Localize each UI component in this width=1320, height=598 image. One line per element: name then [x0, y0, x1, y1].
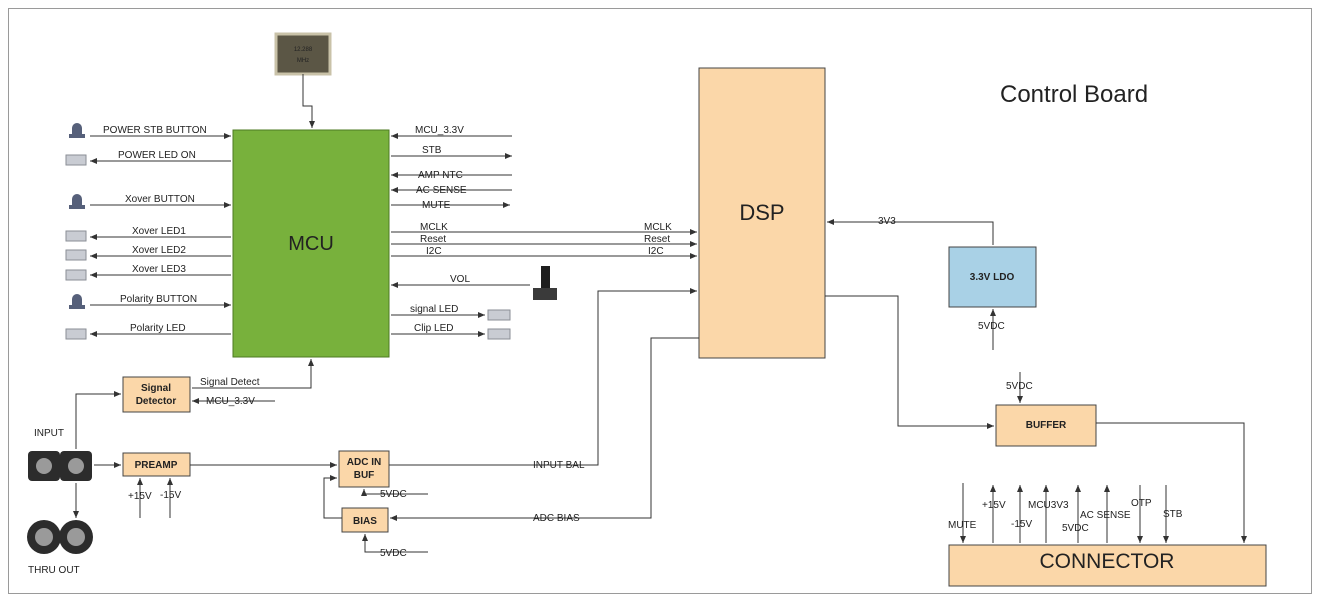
label-adc-bias: ADC BIAS: [533, 513, 580, 524]
bias-to-adc-line: [323, 475, 342, 519]
label-bias-5vdc: 5VDC: [380, 548, 407, 559]
label-vol: VOL: [450, 274, 470, 285]
label-polarity-led: Polarity LED: [130, 323, 186, 334]
label-amp-ntc: AMP NTC: [418, 170, 463, 181]
input-section: INPUT THRU OUT: [27, 391, 121, 576]
label-input: INPUT: [34, 428, 64, 439]
label-reset-mcu: Reset: [420, 234, 446, 245]
label-input-bal: INPUT BAL: [533, 460, 585, 471]
pin-ac-sense: AC SENSE: [1080, 510, 1131, 521]
label-stb: STB: [422, 145, 442, 156]
bias-block: [341, 507, 389, 533]
label-detector-mcu-3v3: MCU_3.3V: [206, 396, 255, 407]
diagram-title: Control Board: [1000, 81, 1148, 108]
mcu-left-signals: POWER STB BUTTON POWER LED ON Xover BUTT…: [65, 123, 231, 340]
label-signal-detect: Signal Detect: [200, 377, 260, 388]
mcu-block: [232, 129, 390, 358]
connector-label: CONNECTOR: [1040, 550, 1175, 573]
label-xover-led3: Xover LED3: [132, 264, 186, 275]
connector-block: [948, 544, 1267, 587]
label-signal-led: signal LED: [410, 304, 458, 315]
polarity-button-base-icon: [69, 305, 85, 309]
power-led-icon: [65, 154, 87, 166]
label-3v3: 3V3: [878, 216, 896, 227]
detector-to-mcu-line: [192, 359, 314, 389]
label-mclk-dsp: MCLK: [644, 222, 672, 233]
ldo-to-dsp-line: [827, 219, 994, 245]
pin-otp: OTP: [1131, 498, 1152, 509]
label-preamp-plus15v: +15V: [128, 491, 152, 502]
xover-led3-icon: [65, 269, 87, 281]
pin-minus15v: -15V: [1011, 519, 1032, 530]
xover-led1-icon: [65, 230, 87, 242]
pin-mcu3v3: MCU3V3: [1028, 500, 1069, 511]
polarity-led-icon: [65, 328, 87, 340]
pin-mute: MUTE: [948, 520, 977, 531]
dsp-label: DSP: [739, 200, 784, 225]
signal-detector-label-2: Detector: [136, 396, 177, 407]
label-thru-out: THRU OUT: [28, 565, 80, 576]
label-i2c-mcu: I2C: [426, 246, 442, 257]
label-preamp-minus15v: -15V: [160, 490, 181, 501]
connector-pins: MUTE +15V -15V MCU3V3 5VDC AC SENSE OTP …: [948, 483, 1183, 543]
ldo-label: 3.3V LDO: [970, 272, 1015, 283]
adc-to-dsp-line: [389, 288, 697, 466]
adc-in-buf-label-2: BUF: [354, 470, 375, 481]
xover-button-base-icon: [69, 205, 85, 209]
dsp-to-bias-line: [390, 337, 699, 521]
label-power-led-on: POWER LED ON: [118, 150, 196, 161]
label-xover-led1: Xover LED1: [132, 226, 186, 237]
label-xover-led2: Xover LED2: [132, 245, 186, 256]
label-mclk-mcu: MCLK: [420, 222, 448, 233]
pin-stb: STB: [1163, 509, 1183, 520]
label-mute: MUTE: [422, 200, 451, 211]
mcu-right-signals: MCU_3.3V STB AMP NTC AC SENSE MUTE MCLK …: [391, 125, 697, 340]
label-ac-sense: AC SENSE: [416, 185, 467, 196]
input-to-detector-line: [75, 391, 121, 449]
crystal-to-mcu-line: [302, 74, 315, 128]
power-stb-button-icon: [72, 123, 82, 134]
pin-plus15v: +15V: [982, 500, 1006, 511]
bias-supply-line: [362, 534, 428, 553]
xover-led2-icon: [65, 249, 87, 261]
power-stb-button-base-icon: [69, 134, 85, 138]
volume-knob-icon: [533, 266, 557, 300]
label-xover-button: Xover BUTTON: [125, 194, 195, 205]
label-mcu-3v3: MCU_3.3V: [415, 125, 464, 136]
label-ldo-5vdc: 5VDC: [978, 321, 1005, 332]
label-i2c-dsp: I2C: [648, 246, 664, 257]
crystal-label-line2: MHz: [297, 58, 309, 64]
polarity-button-icon: [72, 294, 82, 305]
buffer-to-connector-line: [1096, 422, 1247, 543]
mcu-label: MCU: [288, 233, 334, 255]
label-power-stb-button: POWER STB BUTTON: [103, 125, 207, 136]
dsp-block: [698, 67, 826, 359]
crystal-label-line1: 12.288: [294, 47, 313, 53]
crystal-oscillator: 12.288 MHz: [274, 32, 332, 76]
buffer-label: BUFFER: [1026, 420, 1067, 431]
clip-led-icon: [487, 328, 511, 340]
dsp-to-buffer-line: [825, 295, 994, 429]
diagram-frame: [8, 8, 1312, 594]
signal-led-icon: [487, 309, 511, 321]
adc-in-buf-block: [338, 450, 390, 488]
label-polarity-button: Polarity BUTTON: [120, 294, 197, 305]
label-buffer-5vdc: 5VDC: [1006, 381, 1033, 392]
label-reset-dsp: Reset: [644, 234, 670, 245]
buffer-block: [995, 404, 1097, 447]
label-adc-5vdc: 5VDC: [380, 489, 407, 500]
xover-button-icon: [72, 194, 82, 205]
adc-supply-line: [361, 489, 428, 496]
preamp-label: PREAMP: [135, 460, 178, 471]
adc-in-buf-label-1: ADC IN: [347, 457, 381, 468]
bias-label: BIAS: [353, 516, 377, 527]
ldo-block: [948, 246, 1037, 308]
label-clip-led: Clip LED: [414, 323, 453, 334]
signal-detector-label-1: Signal: [141, 383, 171, 394]
signal-detector-block: [122, 376, 191, 413]
pin-5vdc: 5VDC: [1062, 523, 1089, 534]
